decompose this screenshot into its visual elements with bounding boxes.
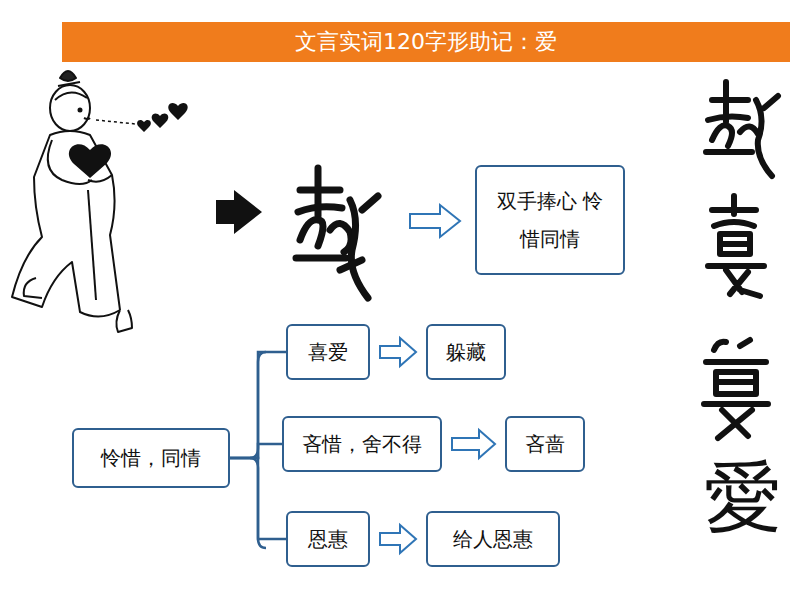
node-text: 怜惜，同情 — [101, 439, 201, 477]
extended-box: 躲藏 — [426, 324, 506, 380]
node-text: 躲藏 — [446, 333, 486, 371]
hollow-arrow — [380, 525, 416, 553]
glyph-label: 愛 — [704, 458, 782, 536]
extended-box: 给人恩惠 — [426, 511, 560, 567]
node-text: 吝啬 — [525, 425, 565, 463]
node-text: 恩惠 — [308, 520, 348, 558]
node-text: 吝惜，舍不得 — [302, 425, 422, 463]
title-banner: 文言实词120字形助记：爱 — [62, 22, 790, 62]
bracket-branch — [230, 458, 286, 539]
glyph-evolution — [704, 82, 778, 438]
node-text: 喜爱 — [308, 333, 348, 371]
root-meaning-box: 怜惜，同情 — [72, 428, 230, 488]
black-arrow — [216, 190, 262, 234]
floating-hearts — [96, 103, 188, 132]
node-text: 给人恩惠 — [453, 520, 533, 558]
node-text: 双手捧心 怜惜同情 — [495, 182, 605, 258]
held-heart — [69, 144, 111, 178]
bracket-branch — [230, 352, 286, 458]
bracket-branch — [230, 444, 282, 458]
meaning-box: 双手捧心 怜惜同情 — [475, 165, 625, 275]
meaning-box: 吝惜，舍不得 — [282, 416, 442, 472]
title-text: 文言实词120字形助记：爱 — [295, 27, 557, 57]
hollow-arrow — [410, 205, 460, 237]
seal-glyph — [296, 168, 378, 298]
person-figure — [12, 71, 132, 332]
meaning-box: 恩惠 — [286, 511, 370, 567]
hollow-arrow — [452, 430, 495, 458]
hollow-arrow — [380, 338, 416, 366]
extended-box: 吝啬 — [505, 416, 585, 472]
meaning-box: 喜爱 — [286, 324, 370, 380]
